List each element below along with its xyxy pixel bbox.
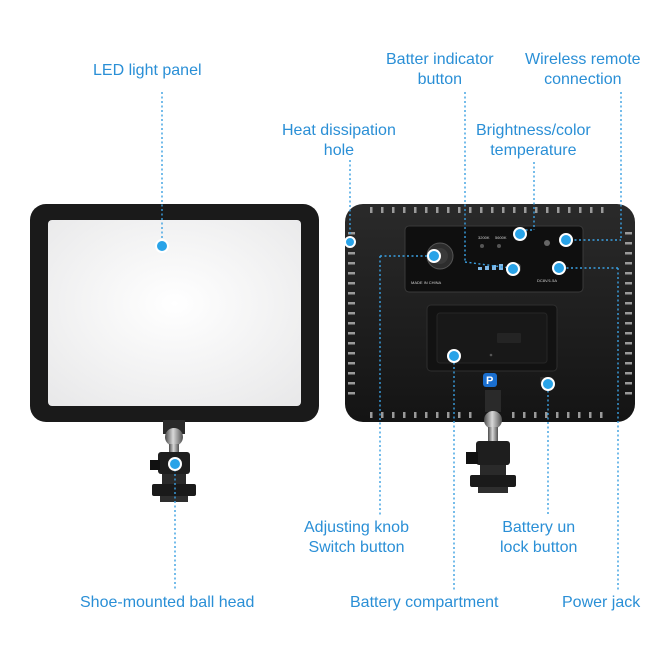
brand-badge	[483, 373, 497, 387]
right-ball-head-mount	[466, 390, 516, 493]
callout-dots	[155, 227, 573, 471]
label-heat-line2: hole	[323, 142, 355, 159]
battery-compartment	[426, 304, 558, 372]
label-shoe-mount-text: Shoe-mounted ball head	[80, 594, 255, 611]
label-wireless-remote: Wireless remote connection	[525, 50, 641, 90]
label-wireless-line2: connection	[544, 71, 622, 88]
callout-dot-power-jack	[552, 261, 566, 275]
heat-dissipation-vents-bottom	[370, 412, 603, 418]
made-in-print: MADE IN CHINA	[411, 280, 442, 285]
label-led-panel: LED light panel	[93, 61, 202, 81]
label-power-jack: Power jack	[562, 593, 640, 613]
label-shoe-mount: Shoe-mounted ball head	[80, 593, 254, 613]
callout-dot-led-panel	[155, 239, 169, 253]
led-light-back: MADE IN CHINA 3200K 5600K DC8V/1.5A P	[345, 204, 635, 422]
label-unlock-line2: lock button	[500, 539, 578, 556]
label-adjusting-knob: Adjusting knob Switch button	[304, 518, 409, 558]
label-battery-unlock: Battery un lock button	[500, 518, 577, 558]
label-battery-indicator: Batter indicator button	[386, 50, 494, 90]
led-light-panel	[48, 220, 301, 406]
wireless-remote-sensor	[544, 240, 550, 246]
heat-dissipation-vents-right	[625, 232, 632, 395]
callout-dot-wireless	[559, 233, 573, 247]
label-battery-ind-line2: button	[417, 71, 463, 88]
brand-badge-letter: P	[486, 375, 493, 387]
label-adjust-line2: Switch button	[308, 539, 405, 556]
label-wireless-line1: Wireless remote	[525, 51, 641, 68]
label-brightness-line1: Brightness/color	[476, 122, 591, 139]
label-battery-compartment: Battery compartment	[350, 593, 499, 613]
callout-dot-unlock	[541, 377, 555, 391]
callout-dot-compartment	[447, 349, 461, 363]
label-brightness-line2: temperature	[490, 142, 577, 159]
leader-lines	[161, 92, 622, 590]
label-compartment-text: Battery compartment	[350, 594, 499, 611]
label-power-jack-text: Power jack	[562, 594, 641, 611]
label-led-panel-text: LED light panel	[93, 62, 202, 79]
temp-left-print: 3200K	[478, 235, 490, 240]
temp-right-print: 5600K	[495, 235, 507, 240]
callout-dot-shoe-mount	[168, 457, 182, 471]
label-unlock-line1: Battery un	[502, 519, 576, 536]
callout-dot-brightness	[513, 227, 527, 241]
led-light-front	[30, 204, 319, 422]
callout-dot-battery-indicator	[506, 262, 520, 276]
label-heat-line1: Heat dissipation	[282, 122, 396, 139]
label-battery-ind-line1: Batter indicator	[386, 51, 494, 68]
label-adjust-line1: Adjusting knob	[304, 519, 409, 536]
heat-dissipation-vents-top	[370, 207, 604, 213]
dc-rating-print: DC8V/1.5A	[537, 278, 557, 283]
label-heat-dissipation: Heat dissipation hole	[282, 121, 396, 161]
label-brightness: Brightness/color temperature	[476, 121, 591, 161]
callout-dot-knob	[427, 249, 441, 263]
callout-dot-heat	[344, 236, 356, 248]
